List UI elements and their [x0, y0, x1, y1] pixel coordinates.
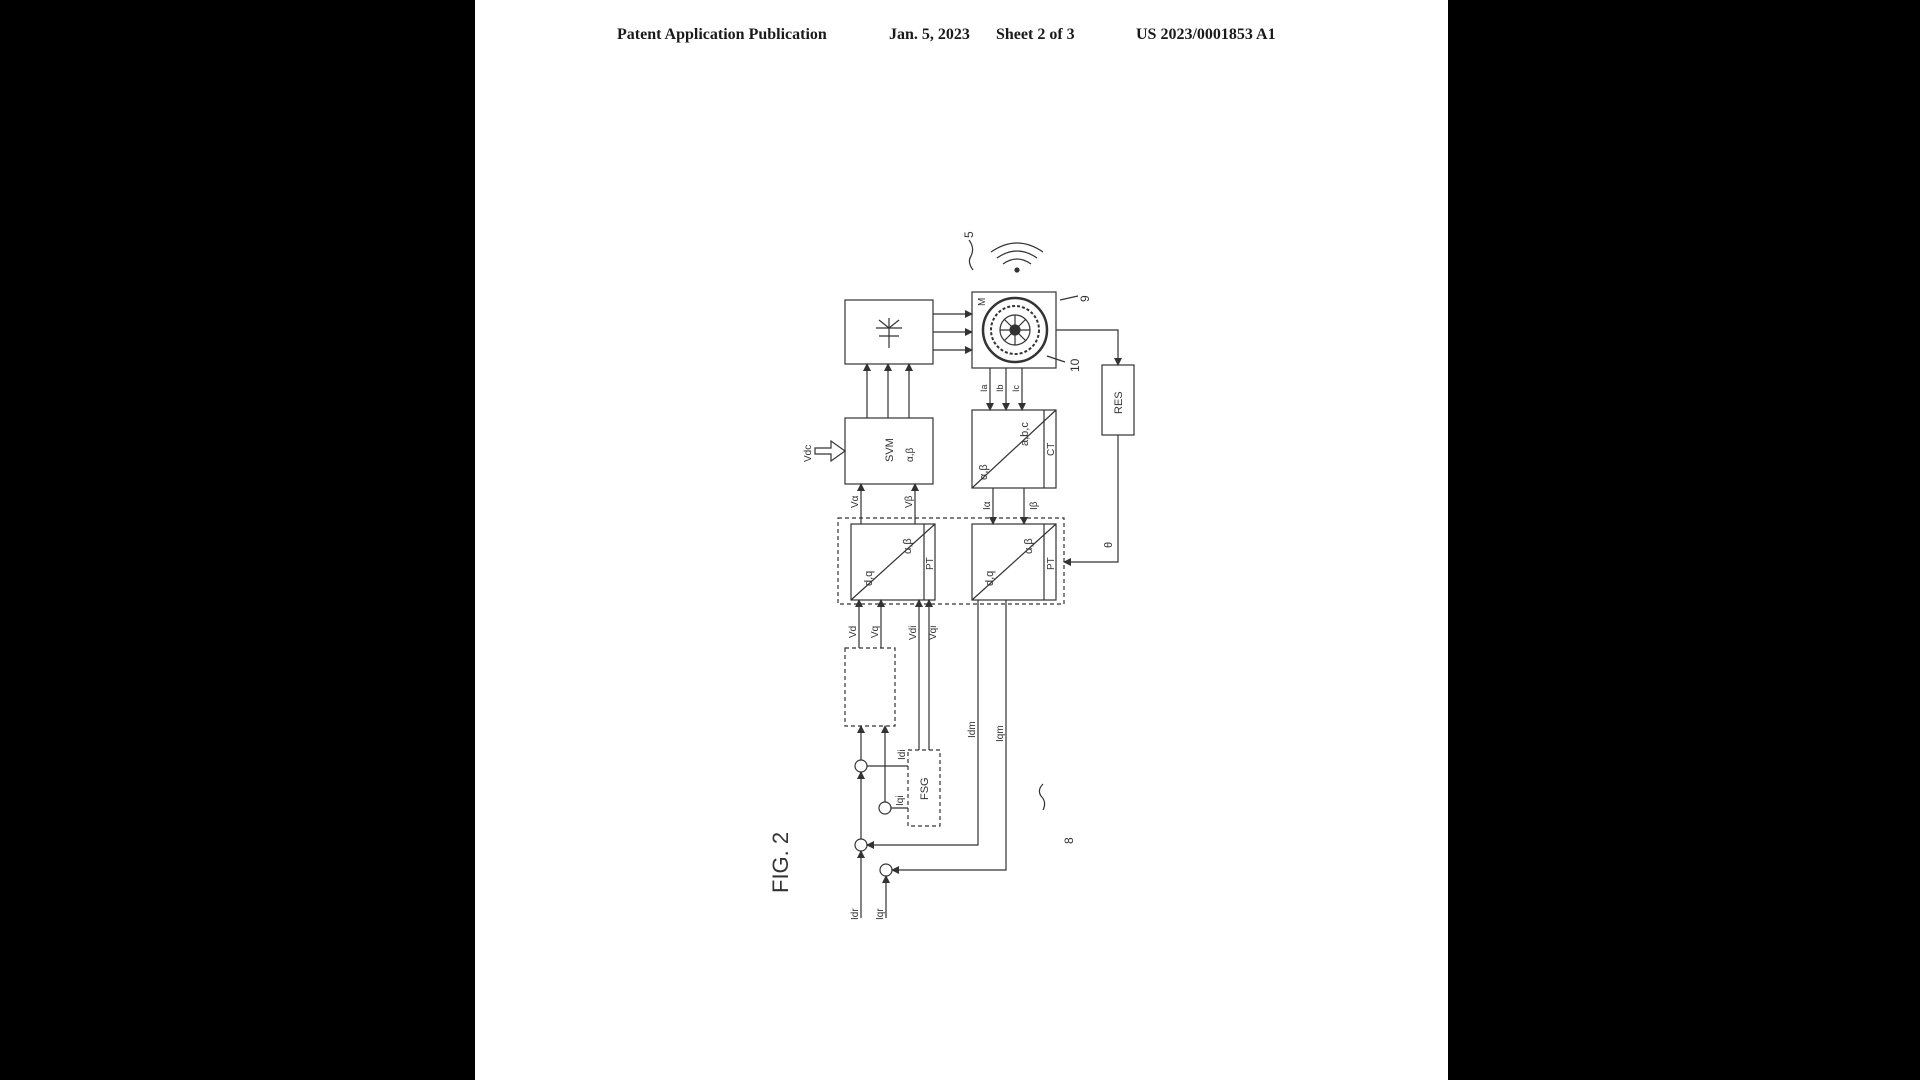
ct-label: CT	[1046, 443, 1057, 456]
vdc-arrow-icon	[814, 439, 847, 463]
v-beta-label: Vβ	[904, 495, 915, 508]
summing-junction-1	[854, 759, 868, 773]
res-label: RES	[1113, 391, 1125, 414]
v-di-label: Vdi	[908, 626, 919, 640]
i-dr-label: Idr	[850, 908, 861, 920]
i-c-label: Ic	[1011, 384, 1021, 392]
page-header: Patent Application Publication Jan. 5, 2…	[475, 26, 1448, 48]
patent-page: Patent Application Publication Jan. 5, 2…	[475, 0, 1448, 1080]
pt-block-voltage	[850, 523, 936, 601]
v-d-label: Vd	[848, 626, 859, 638]
pt-bottom-label: PT	[1046, 557, 1057, 570]
publication-title: Patent Application Publication	[617, 26, 827, 43]
ref-10-label: 10	[1068, 358, 1082, 372]
v-qi-label: Vqi	[928, 626, 939, 640]
summing-junction-2	[878, 801, 892, 815]
i-a-label: Ia	[979, 384, 989, 392]
publication-number: US 2023/0001853 A1	[1136, 26, 1276, 43]
vdc-label: Vdc	[803, 445, 814, 462]
theta-label: θ	[1103, 542, 1115, 548]
i-b-label: Ib	[995, 384, 1005, 392]
ref-8-label: 8	[1062, 837, 1076, 844]
v-q-label: Vq	[870, 626, 881, 638]
i-qr-label: Iqr	[875, 908, 886, 920]
svm-label: SVM	[884, 438, 896, 462]
summing-junction-4	[879, 863, 893, 877]
pt-block-current	[971, 523, 1057, 601]
ct-ab-label: α,β	[978, 464, 990, 480]
i-beta-label: Iβ	[1029, 501, 1040, 510]
i-qm-label: Iqm	[995, 725, 1006, 742]
ct-block	[971, 409, 1057, 489]
svm-sub-label: α,β	[905, 447, 916, 462]
sheet-number: Sheet 2 of 3	[996, 26, 1075, 43]
pt-top-dq-label: d,q	[863, 571, 875, 586]
ref-5-label: 5	[962, 231, 976, 238]
motor-m-label: M	[977, 298, 988, 306]
ref-5-leader	[968, 239, 974, 271]
fsg-block	[907, 749, 941, 827]
i-dm-label: Idm	[967, 721, 978, 738]
controller-block	[844, 647, 896, 727]
summing-junction-3	[854, 838, 868, 852]
wireless-icon	[990, 242, 1044, 273]
motor-icon	[981, 296, 1049, 364]
pt-top-ab-label: α,β	[902, 538, 914, 554]
fsg-label: FSG	[919, 777, 931, 800]
pt-bottom-dq-label: d,q	[984, 571, 996, 586]
i-alpha-label: Iα	[982, 501, 993, 510]
ref-9-label: 9	[1078, 295, 1092, 302]
i-di-label: Idi	[897, 749, 908, 760]
inverter-transistor-icon	[876, 318, 902, 348]
pt-top-label: PT	[925, 557, 936, 570]
fig-label: FIG. 2	[768, 832, 793, 893]
pt-bottom-ab-label: α,β	[1023, 538, 1035, 554]
pt-group	[837, 517, 1065, 605]
fig-2-block-diagram: FIG. 2 5 9 10 8 SVM α,β Vdc M a,b,c α,β …	[768, 231, 1135, 920]
publication-date: Jan. 5, 2023	[889, 26, 970, 43]
v-alpha-label: Vα	[850, 495, 861, 508]
ct-abc-label: a,b,c	[1019, 422, 1031, 446]
i-qi-label: Iqi	[895, 795, 906, 806]
